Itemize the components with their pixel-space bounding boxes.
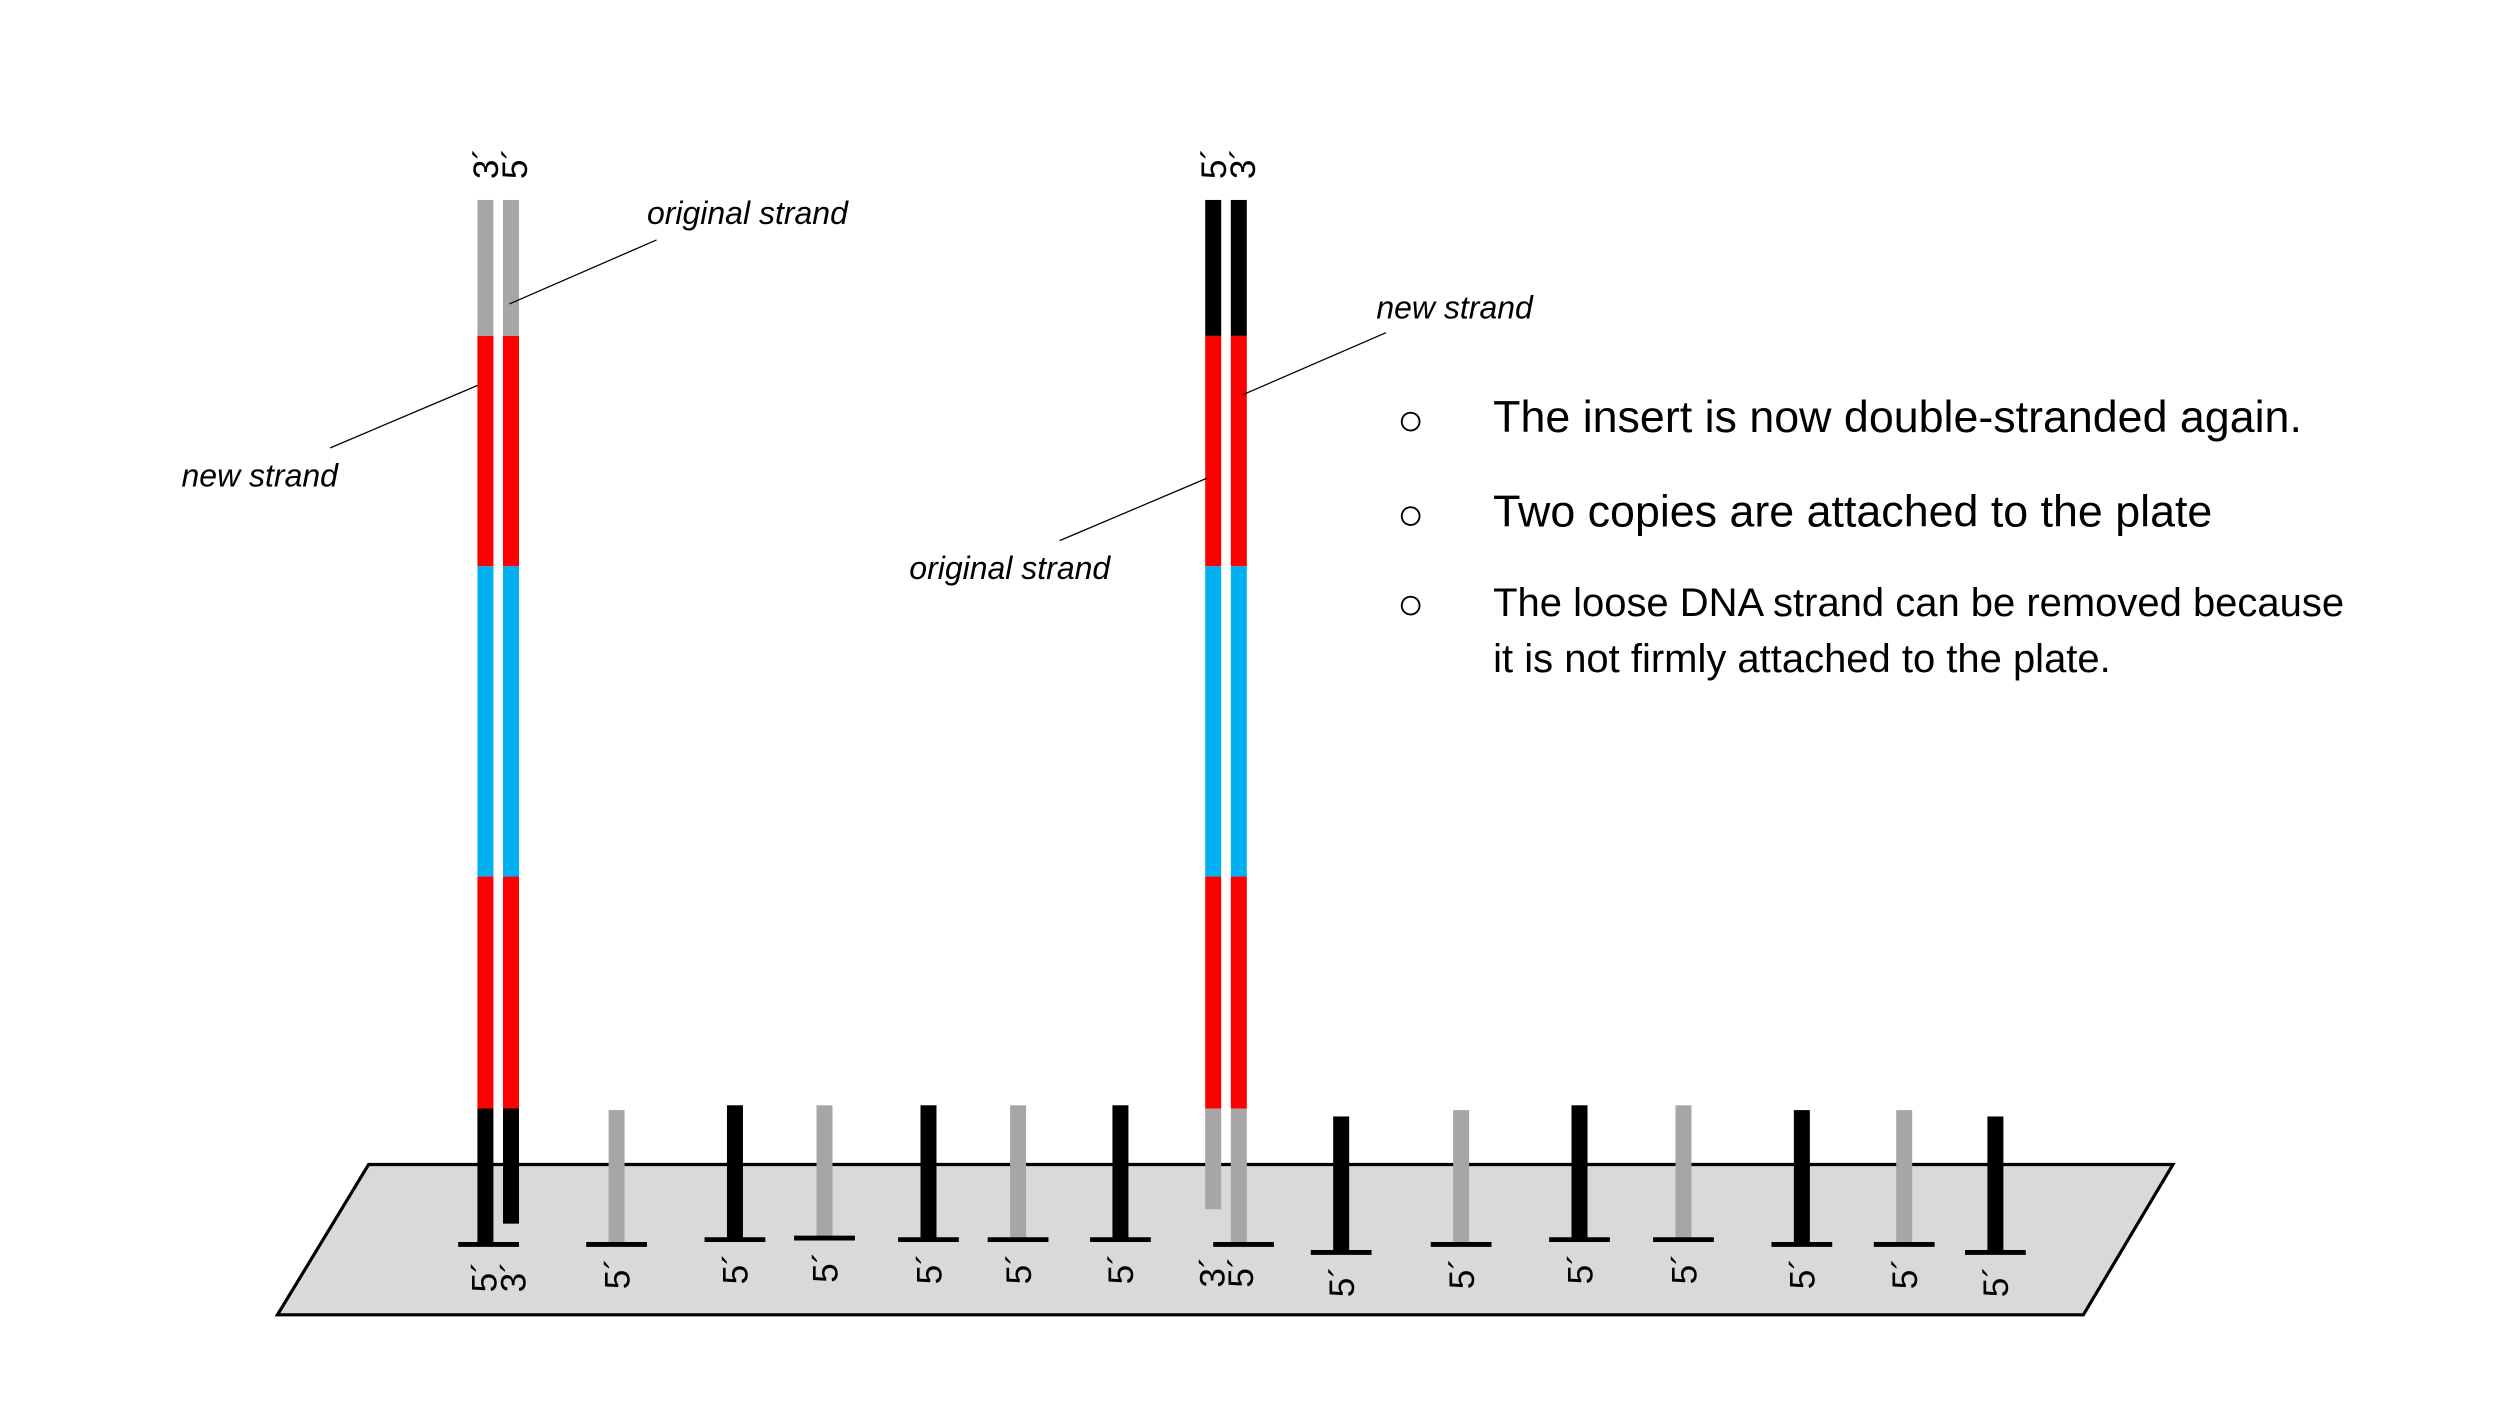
surface-primer (816, 1105, 833, 1239)
insert-flank-segment (477, 876, 494, 1109)
end-label-5prime: 5´ (598, 1258, 637, 1289)
surface-primer (608, 1110, 625, 1245)
insert-core-segment (503, 566, 520, 877)
pointer-line (330, 384, 478, 449)
end-label-5prime-right-top: 5´ (1195, 148, 1234, 179)
end-label-5prime: 5´ (1977, 1266, 2016, 1297)
surface-primer (1896, 1110, 1913, 1245)
end-label-3prime: 3´ (494, 1261, 533, 1292)
surface-primer (920, 1105, 937, 1240)
annotation-new-strand-left: new strand (182, 457, 340, 493)
end-label-5prime: 5´ (1665, 1253, 1704, 1284)
insert-core-segment (1230, 566, 1247, 877)
surface-primer (1571, 1105, 1588, 1240)
insert-flank-segment (503, 876, 520, 1109)
adapter-segment (1230, 199, 1247, 336)
insert-flank-segment (1205, 335, 1222, 567)
bullet-text-3-line-2: it is not firmly attached to the plate. (1493, 637, 2111, 681)
insert-flank-segment (1230, 876, 1247, 1109)
end-label-5prime: 5´ (717, 1253, 756, 1284)
end-label-5prime: 5´ (1000, 1253, 1039, 1284)
annotation-new-strand-right: new strand (1376, 289, 1534, 325)
annotation-original-strand-right: original strand (909, 550, 1111, 586)
end-label-3prime-right-top: 3´ (1224, 148, 1263, 179)
adapter-segment (1205, 199, 1222, 336)
end-label-5prime: 5´ (1102, 1253, 1141, 1284)
surface-primer (1010, 1105, 1027, 1240)
end-label-5prime: 5´ (466, 1261, 505, 1292)
pointer-line (1241, 332, 1387, 396)
surface-primer (726, 1105, 743, 1240)
flow-cell-plate (274, 1162, 2176, 1317)
surface-primer (1987, 1116, 2004, 1253)
end-label-3prime-left-top: 3´ (467, 148, 506, 179)
insert-flank-segment (1205, 876, 1222, 1109)
bullet-icon: ○ (1397, 489, 1424, 539)
insert-flank-segment (477, 335, 494, 567)
end-label-5prime: 5´ (1886, 1258, 1925, 1289)
adapter-segment (477, 199, 494, 336)
surface-primer (1675, 1105, 1692, 1240)
adapter-segment (1230, 1108, 1247, 1245)
adapter-segment (1205, 1108, 1222, 1210)
adapter-segment (503, 1108, 520, 1224)
bullet-icon: ○ (1397, 579, 1424, 629)
bullet-text-2: Two copies are attached to the plate (1493, 486, 2212, 536)
end-label-5prime: 5´ (1784, 1258, 1823, 1289)
end-label-5prime: 5´ (1222, 1256, 1261, 1287)
bullet-text-1: The insert is now double-stranded again. (1493, 392, 2302, 442)
insert-flank-segment (1230, 335, 1247, 567)
end-label-5prime-left-top: 5´ (496, 148, 535, 179)
bullet-icon: ○ (1397, 395, 1424, 445)
annotation-original-strand-left: original strand (647, 195, 849, 231)
pointer-line (509, 239, 657, 305)
end-label-3prime: 3´ (1193, 1256, 1232, 1287)
adapter-segment (477, 1108, 494, 1245)
surface-primer (1453, 1110, 1470, 1245)
bullet-text-3-line-1: The loose DNA strand can be removed beca… (1493, 581, 2344, 625)
surface-primer (1793, 1110, 1810, 1245)
end-label-5prime: 5´ (1443, 1258, 1482, 1289)
insert-core-segment (477, 566, 494, 877)
end-label-5prime: 5´ (1323, 1266, 1362, 1297)
insert-flank-segment (503, 335, 520, 567)
end-label-5prime: 5´ (910, 1253, 949, 1284)
surface-primer (1333, 1116, 1350, 1253)
adapter-segment (503, 199, 520, 336)
end-label-5prime: 5´ (1561, 1253, 1600, 1284)
insert-core-segment (1205, 566, 1222, 877)
end-label-5prime: 5´ (806, 1252, 845, 1283)
surface-primer (1112, 1105, 1129, 1240)
pointer-line (1059, 477, 1208, 542)
